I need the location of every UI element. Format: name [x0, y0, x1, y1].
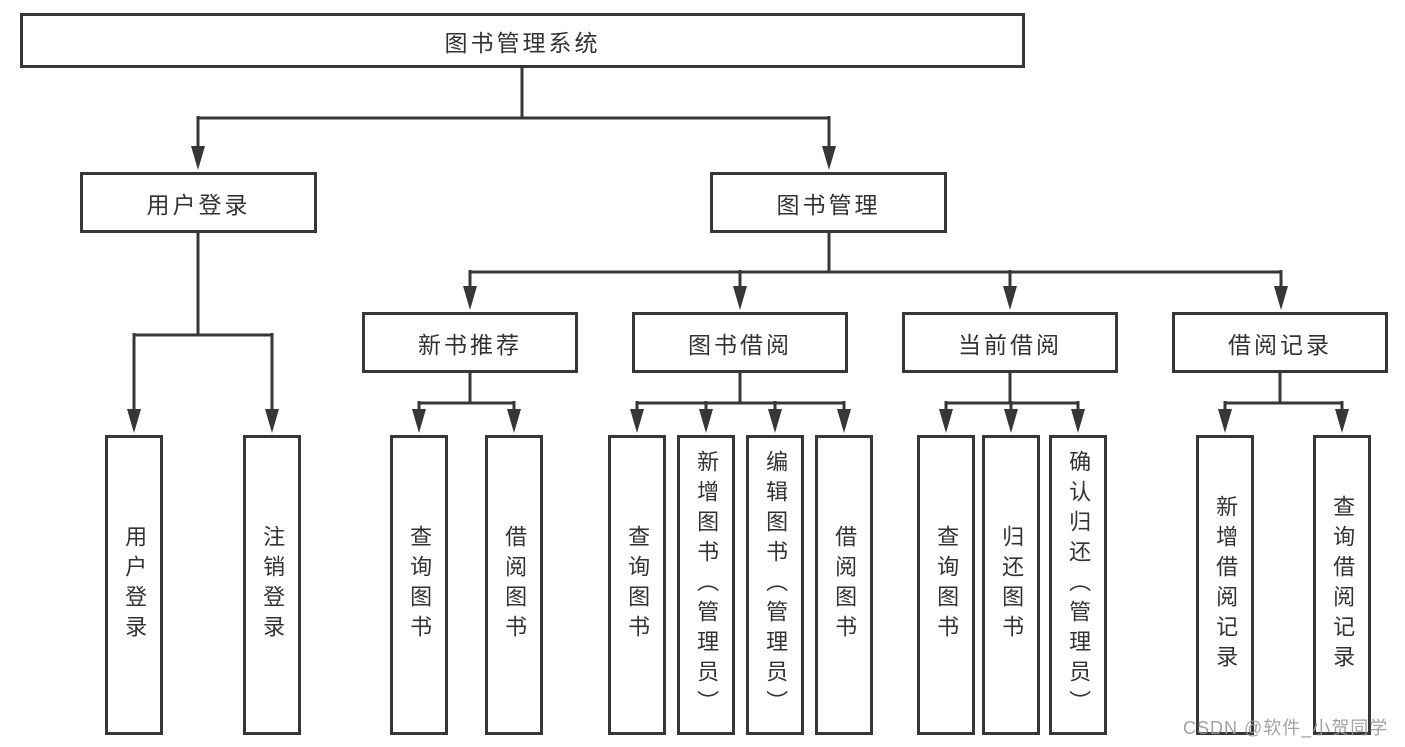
- node-borrow-books-leaf: 借阅图书: [815, 435, 873, 735]
- connector-new-book-group: [412, 373, 521, 433]
- node-book-borrowing: 图书借阅: [632, 312, 848, 373]
- node-logout: 注销登录: [243, 435, 301, 735]
- node-current-borrowing: 当前借阅: [902, 312, 1118, 373]
- node-library-management-system: 图书管理系统: [20, 13, 1025, 68]
- node-return-books: 归还图书: [982, 435, 1040, 735]
- node-query-books-borrow: 查询图书: [608, 435, 666, 735]
- connector-current-borrowing-group: [939, 373, 1085, 433]
- connector-book-borrowing-group: [630, 373, 851, 433]
- connector-user-login-group: [127, 233, 279, 433]
- node-borrowing-records: 借阅记录: [1172, 312, 1388, 373]
- node-query-borrow-record: 查询借阅记录: [1313, 435, 1371, 735]
- node-query-books-recommend: 查询图书: [390, 435, 448, 735]
- node-query-books-current: 查询图书: [917, 435, 975, 735]
- connector-book-management-group: [463, 233, 1288, 310]
- node-add-books-admin: 新增图书（管理员）: [677, 435, 735, 735]
- connector-borrowing-records-group: [1218, 373, 1349, 433]
- node-user-login-leaf: 用户登录: [105, 435, 163, 735]
- node-add-borrow-record: 新增借阅记录: [1196, 435, 1254, 735]
- node-borrow-books-recommend: 借阅图书: [485, 435, 543, 735]
- node-user-login-module: 用户登录: [80, 172, 317, 233]
- connector-root-to-level2: [191, 68, 836, 170]
- node-confirm-return-admin: 确认归还（管理员）: [1049, 435, 1107, 735]
- node-book-management-module: 图书管理: [710, 172, 947, 233]
- node-edit-books-admin: 编辑图书（管理员）: [746, 435, 804, 735]
- node-new-book-recommendation: 新书推荐: [362, 312, 578, 373]
- csdn-watermark: CSDN @软件_小贺同学: [1183, 718, 1389, 738]
